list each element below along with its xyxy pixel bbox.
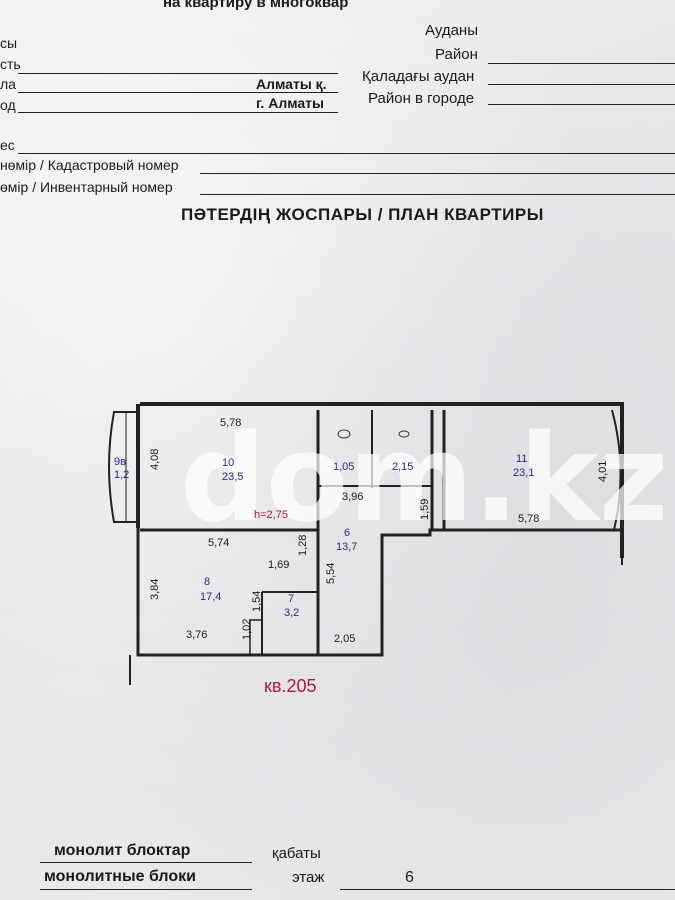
form-line [18, 73, 338, 74]
room-area: 17,4 [200, 591, 221, 603]
dim-label: 2,05 [334, 633, 355, 645]
room-number: 8 [204, 576, 210, 588]
label-row2-left: сть [0, 56, 21, 72]
dim-label: 1,02 [241, 619, 253, 640]
room-number: 2,15 [392, 461, 413, 473]
room-area: 3,2 [284, 607, 299, 619]
dim-label: 4,01 [597, 461, 609, 482]
outer-wall [140, 402, 624, 558]
header-partial-title: на квартиру в многоквар [163, 0, 349, 11]
dim-label: 5,74 [208, 537, 229, 549]
room-area: 13,7 [336, 541, 357, 553]
floor-value: 6 [405, 869, 414, 886]
dim-label: 1,28 [297, 535, 309, 556]
plan-title: ПӘТЕРДІҢ ЖОСПАРЫ / ПЛАН КВАРТИРЫ [181, 205, 544, 224]
form-line [340, 889, 675, 890]
form-line [18, 92, 338, 93]
room-number: 9в [114, 456, 126, 468]
form-line [18, 153, 675, 154]
room-number: 7 [288, 593, 294, 605]
apartment-number: кв.205 [264, 676, 317, 696]
room-number: 11 [516, 453, 527, 465]
label-row1-left: сы [0, 35, 18, 51]
form-line [40, 862, 252, 863]
label-city-district-kz: Қаладағы аудан [362, 68, 475, 85]
dim-label: 4,08 [149, 449, 161, 470]
label-city-district-ru: Район в городе [368, 90, 475, 107]
material-ru: монолитные блоки [44, 868, 196, 885]
label-district-ru: Район [435, 46, 478, 63]
dim-label: 1,69 [268, 559, 289, 571]
dim-label: 3,84 [149, 579, 161, 600]
balcony-wall [108, 411, 138, 523]
toilet-icon [337, 429, 351, 439]
dim-label: 5,54 [325, 563, 337, 584]
form-line [488, 63, 675, 64]
room-number: 1,05 [333, 461, 354, 473]
room-area: 23,5 [222, 471, 243, 483]
form-line [40, 889, 252, 890]
form-line [200, 194, 675, 195]
material-kz: монолит блоктар [54, 842, 191, 859]
room-area: 1,2 [114, 469, 129, 481]
watermark: dom.kz [180, 410, 669, 549]
floor-label-kz: қабаты [272, 845, 321, 862]
dim-label: 5,78 [220, 417, 241, 429]
ceiling-height: h=2,75 [254, 509, 288, 521]
dim-label: 1,54 [251, 591, 263, 612]
dim-label: 5,78 [518, 513, 539, 525]
form-line [18, 112, 338, 113]
outer-wall-bottom [136, 528, 622, 657]
floor-label-ru: этаж [292, 869, 325, 886]
wall-nook [249, 619, 263, 656]
form-line [200, 173, 675, 174]
city-ru: г. Алматы [256, 95, 324, 111]
dim-label: 3,96 [342, 491, 363, 503]
room-area: 23,1 [513, 467, 534, 479]
dim-label: 1,59 [419, 499, 431, 520]
label-row3-left: ла [0, 76, 16, 92]
city-kz: Алматы қ. [256, 76, 327, 92]
label-row4-left: од [0, 97, 16, 113]
form-line [488, 104, 675, 105]
label-inventory: өмір / Инвентарный номер [0, 179, 173, 195]
right-wall-curve [611, 409, 622, 531]
form-line [488, 84, 675, 85]
dim-label: 3,76 [186, 629, 207, 641]
label-cadastral: нөмір / Кадастровый номер [0, 157, 179, 173]
room-number: 10 [222, 457, 234, 469]
sink-icon [398, 430, 410, 438]
label-row5-left: ес [0, 137, 15, 153]
label-district-kz: Ауданы [425, 22, 478, 39]
room-number: 6 [344, 527, 350, 539]
